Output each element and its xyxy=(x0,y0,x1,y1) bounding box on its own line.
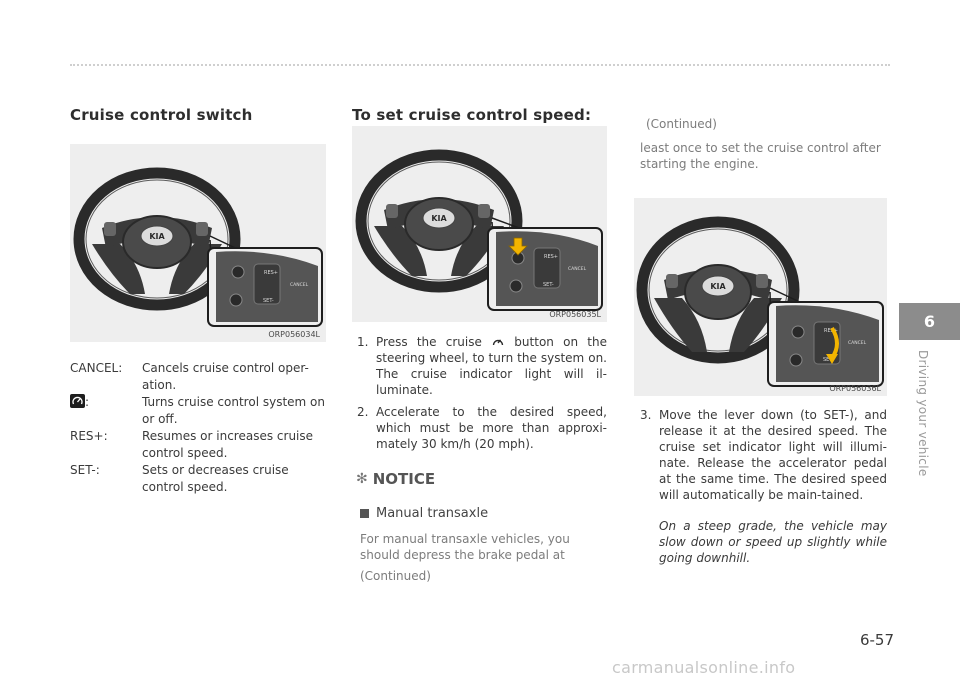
definition-term: SET-: xyxy=(70,463,100,477)
heading-set-cruise-speed: To set cruise control speed: xyxy=(352,106,592,124)
notice-text: For manual transaxle vehicles, you shoul… xyxy=(360,532,570,562)
definition-row: CANCEL: Cancels cruise control oper-atio… xyxy=(70,360,332,394)
steps-list-a: 1. Press the cruise button on the steeri… xyxy=(357,334,607,458)
svg-text:CANCEL: CANCEL xyxy=(848,340,867,346)
square-bullet-icon xyxy=(360,509,369,518)
cruise-control-icon xyxy=(492,339,504,346)
figure-set-lever: KIA RES+ SET- CANCEL ORP056036L xyxy=(634,198,887,396)
definition-desc: Sets or decreases cruise control speed. xyxy=(142,463,289,494)
chapter-tab: 6 xyxy=(899,303,960,340)
figure-code: ORP056036L xyxy=(829,384,881,393)
svg-text:SET-: SET- xyxy=(263,298,274,304)
definition-row: SET-: Sets or decreases cruise control s… xyxy=(70,462,332,496)
step-item: 3. Move the lever down (to SET-), and re… xyxy=(640,408,887,502)
steering-wheel-illustration: KIA RES+ SET- CANCEL xyxy=(355,149,603,311)
kia-badge: KIA xyxy=(149,232,165,241)
continued-label: (Continued) xyxy=(360,569,431,583)
definition-term: CANCEL: xyxy=(70,361,123,375)
asterisk-icon: ✻ xyxy=(356,471,368,487)
definition-desc: Cancels cruise control oper-ation. xyxy=(142,361,309,392)
figure-code: ORP056034L xyxy=(268,330,320,339)
svg-text:RES+: RES+ xyxy=(824,328,838,334)
cruise-control-icon xyxy=(70,394,85,408)
notice-continued-text: least once to set the cruise control aft… xyxy=(640,141,881,171)
svg-text:CANCEL: CANCEL xyxy=(568,266,587,272)
continued-label: (Continued) xyxy=(646,117,717,131)
heading-cruise-control-switch: Cruise control switch xyxy=(70,106,253,124)
svg-text:CANCEL: CANCEL xyxy=(290,282,309,288)
kia-badge: KIA xyxy=(710,282,726,291)
definition-term: RES+: xyxy=(70,429,108,443)
notice-heading: ✻ NOTICE xyxy=(356,470,436,488)
svg-text:RES+: RES+ xyxy=(544,254,558,260)
chapter-label: Driving your vehicle xyxy=(916,350,930,477)
svg-text:RES+: RES+ xyxy=(264,270,278,276)
definition-desc: Turns cruise control system on or off. xyxy=(142,395,325,426)
definition-list: CANCEL: Cancels cruise control oper-atio… xyxy=(70,360,332,496)
step-item: 1. Press the cruise button on the steeri… xyxy=(357,335,607,397)
highlight-arrow xyxy=(508,237,528,256)
notice-subhead: Manual transaxle xyxy=(360,506,488,521)
definition-row: RES+: Resumes or increases cruise contro… xyxy=(70,428,332,462)
italic-note: On a steep grade, the vehicle may slow d… xyxy=(659,519,887,565)
header-rule xyxy=(70,64,890,66)
svg-text:SET-: SET- xyxy=(543,282,554,288)
figure-cruise-switch: KIA RES+ SET- CANCEL ORP056034L xyxy=(70,144,326,342)
definition-row: : Turns cruise control system on or off. xyxy=(70,394,332,428)
definition-term: : xyxy=(70,394,142,428)
watermark: carmanualsonline.info xyxy=(612,658,796,677)
steering-wheel-illustration: KIA RES+ SET- CANCEL xyxy=(636,216,884,387)
svg-text:SET-: SET- xyxy=(823,357,834,363)
page-number: 6-57 xyxy=(859,631,894,649)
figure-code: ORP056035L xyxy=(549,310,601,319)
steps-list-b: 3. Move the lever down (to SET-), and re… xyxy=(640,407,887,509)
step-item: 2. Accelerate to the desired speed, whic… xyxy=(357,405,607,451)
kia-badge: KIA xyxy=(431,214,447,223)
figure-cruise-button: KIA RES+ SET- CANCEL ORP056035L xyxy=(352,126,607,322)
definition-desc: Resumes or increases cruise control spee… xyxy=(142,429,314,460)
steering-wheel-illustration: KIA RES+ SET- CANCEL xyxy=(73,167,323,327)
